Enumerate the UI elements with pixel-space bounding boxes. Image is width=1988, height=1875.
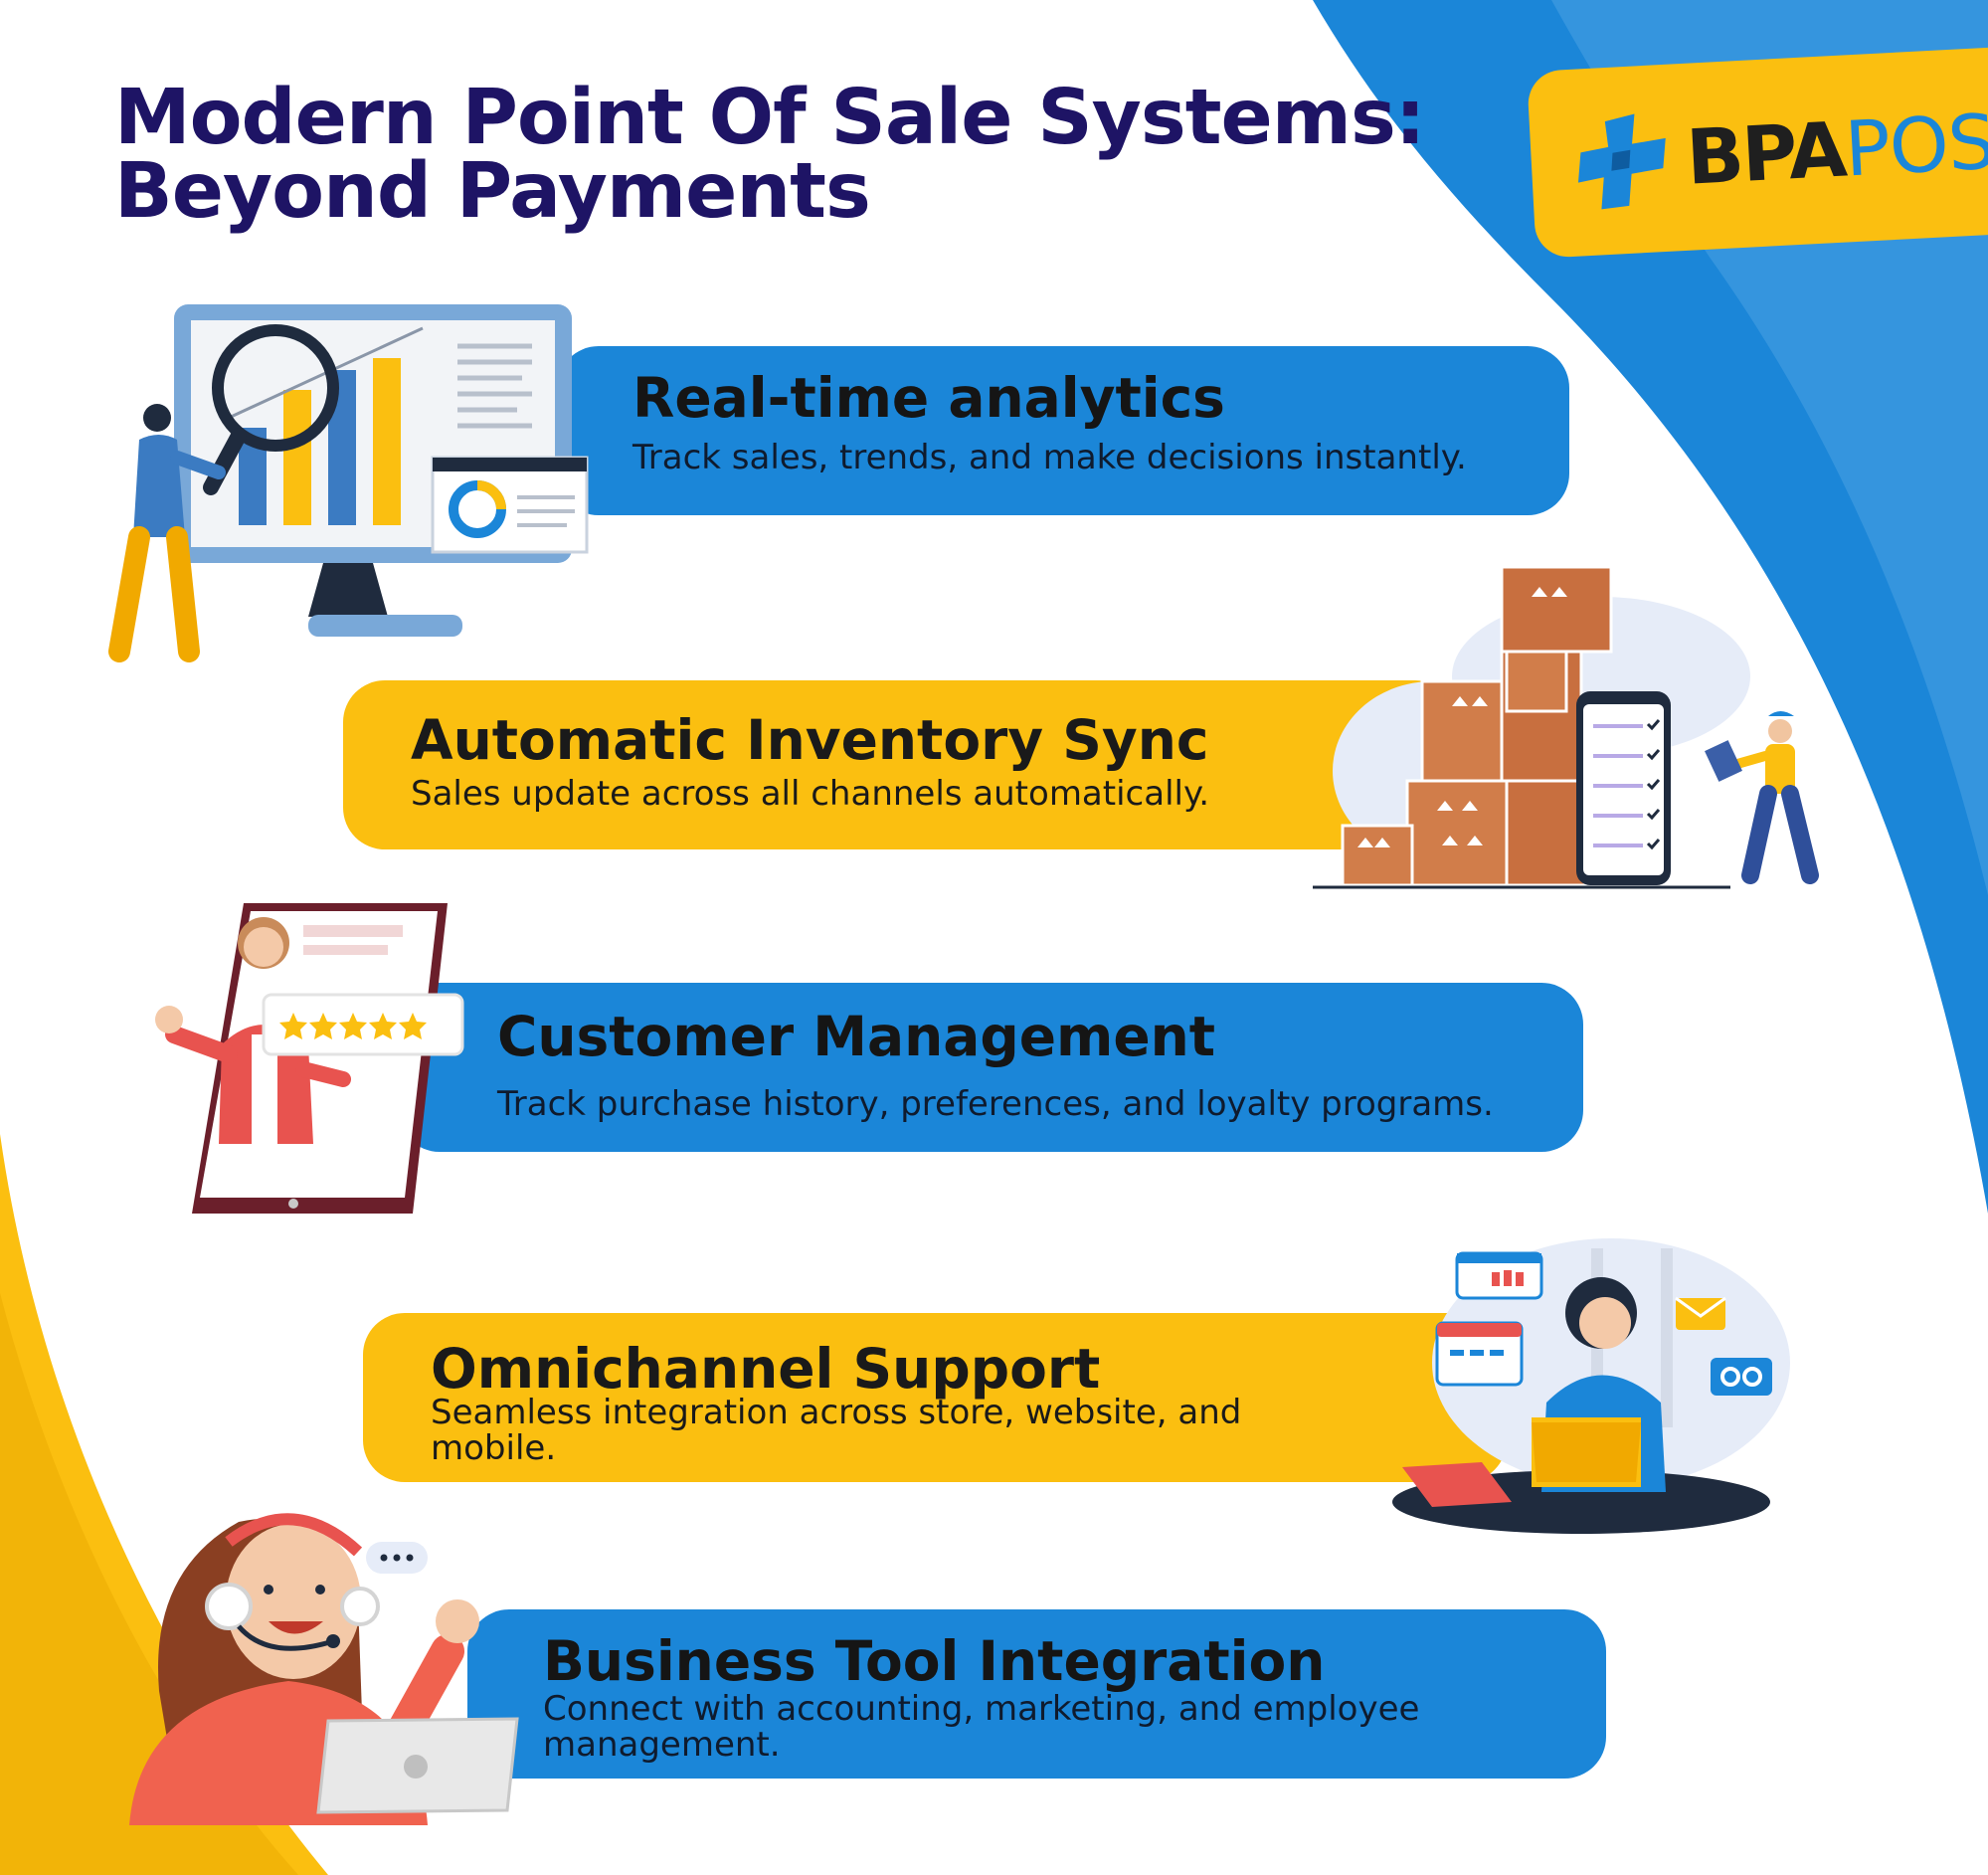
feature-description: Sales update across all channels automat…: [411, 774, 1210, 814]
inventory-boxes-illustration: [1313, 565, 1819, 889]
brand-name-bpa: BPA: [1684, 104, 1848, 202]
feature-description: Track purchase history, preferences, and…: [497, 1084, 1494, 1124]
brand-name-pos: POS: [1842, 96, 1988, 193]
page-title: Modern Point Of Sale Systems: Beyond Pay…: [114, 74, 1426, 236]
feature-title: Business Tool Integration: [543, 1629, 1326, 1693]
omnichannel-desk-illustration: [1392, 1238, 1790, 1534]
feature-title: Real-time analytics: [633, 366, 1225, 430]
feature-banner-inventory-sync: Automatic Inventory Sync Sales update ac…: [343, 680, 1457, 849]
medical-cross-logo-icon: [1577, 113, 1666, 210]
feature-title: Omnichannel Support: [431, 1337, 1101, 1401]
page-title-line-2: Beyond Payments: [114, 147, 871, 236]
feature-banner-omnichannel-support: Omnichannel Support Seamless integration…: [363, 1313, 1507, 1482]
feature-banner-realtime-analytics: Real-time analytics Track sales, trends,…: [557, 346, 1569, 515]
analytics-monitor-illustration: [108, 304, 589, 662]
support-agent-illustration: [129, 1513, 519, 1825]
feature-title: Customer Management: [497, 1005, 1216, 1068]
feature-title: Automatic Inventory Sync: [411, 708, 1209, 772]
feature-description: Track sales, trends, and make decisions …: [633, 438, 1467, 477]
feature-description: Connect with accounting, marketing, and …: [543, 1689, 1420, 1765]
feature-banner-business-tool-integration: Business Tool Integration Connect with a…: [467, 1609, 1606, 1779]
feature-description: Seamless integration across store, websi…: [431, 1393, 1242, 1468]
feature-banner-customer-management: Customer Management Track purchase histo…: [398, 983, 1583, 1152]
page-title-line-1: Modern Point Of Sale Systems:: [114, 74, 1426, 162]
customer-rating-illustration: [155, 903, 464, 1214]
